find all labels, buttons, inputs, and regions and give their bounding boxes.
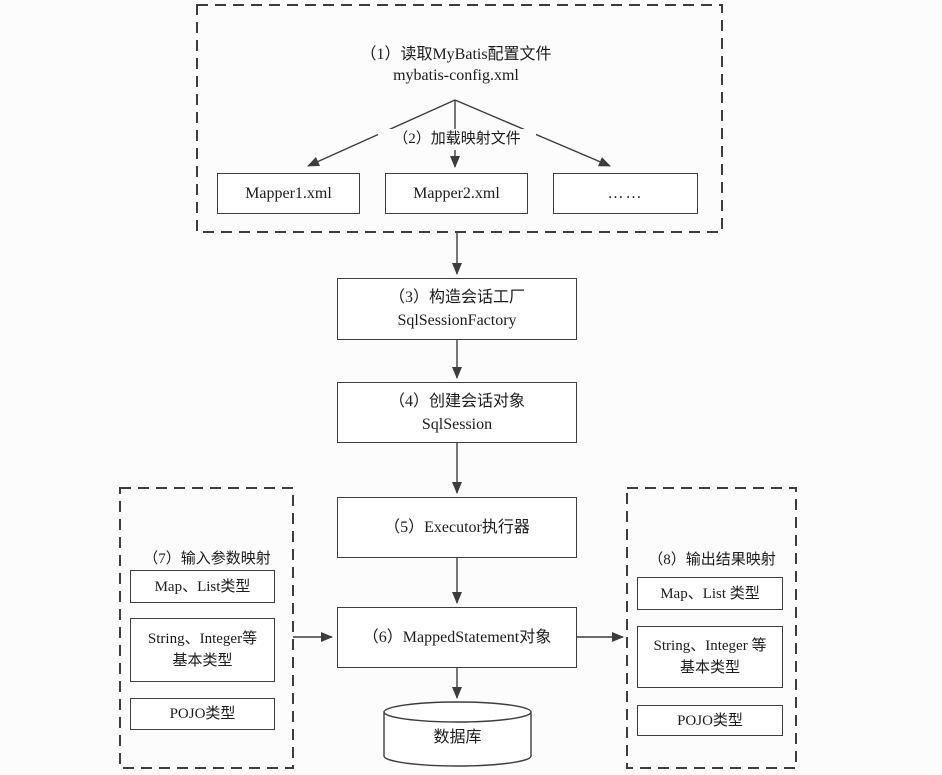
step4-line1: （4）创建会话对象 <box>388 392 525 410</box>
input-type-pojo-label: POJO类型 <box>169 706 236 722</box>
step3-line2: SqlSessionFactory <box>397 312 517 329</box>
input-type-box-basic: String、Integer等 基本类型 <box>130 618 275 682</box>
config-group-dashed-border <box>196 4 723 233</box>
database-cylinder-body <box>383 712 532 767</box>
output-type-map-list-label: Map、List 类型 <box>660 585 760 602</box>
step2-label: （2）加载映射文件 <box>378 129 536 150</box>
step1-line2: mybatis-config.xml <box>393 67 519 84</box>
mapper1-box: Mapper1.xml <box>217 173 360 214</box>
step5-box: （5）Executor执行器 <box>337 497 577 558</box>
output-type-pojo-label: POJO类型 <box>677 712 743 729</box>
step6-box: （6）MappedStatement对象 <box>337 607 577 668</box>
output-mapping-dashed-border <box>626 487 797 769</box>
output-mapping-title: （8）输出结果映射 <box>648 552 776 568</box>
input-type-box-pojo: POJO类型 <box>130 698 275 730</box>
input-type-basic-line2: 基本类型 <box>172 653 233 669</box>
output-type-basic-line2: 基本类型 <box>679 660 740 676</box>
input-type-box-map-list: Map、List类型 <box>130 570 275 603</box>
step5-label: （5）Executor执行器 <box>384 519 530 536</box>
step6-label: （6）MappedStatement对象 <box>362 629 552 646</box>
input-type-map-list-label: Map、List类型 <box>154 578 251 595</box>
step4-line2: SqlSession <box>421 415 493 433</box>
output-type-box-basic: String、Integer 等 基本类型 <box>637 626 783 688</box>
output-type-box-map-list: Map、List 类型 <box>637 577 783 610</box>
mapper1-label: Mapper1.xml <box>245 185 332 202</box>
input-mapping-dashed-border <box>119 487 294 769</box>
step1-label: （1）读取MyBatis配置文件 mybatis-config.xml <box>295 44 617 86</box>
step3-box: （3）构造会话工厂 SqlSessionFactory <box>337 278 577 340</box>
output-type-basic-line1: String、Integer 等 <box>653 638 767 654</box>
database-cylinder-top <box>383 701 532 723</box>
database-label: 数据库 <box>433 729 482 746</box>
input-type-basic-line1: String、Integer等 <box>147 631 258 647</box>
step1-line1: （1）读取MyBatis配置文件 <box>360 46 552 63</box>
step3-line1: （3）构造会话工厂 <box>388 289 525 306</box>
step4-box: （4）创建会话对象 SqlSession <box>337 382 577 443</box>
mapper2-box: Mapper2.xml <box>385 173 528 214</box>
input-mapping-title: （7）输入参数映射 <box>143 551 271 567</box>
output-type-box-pojo: POJO类型 <box>637 705 783 736</box>
mapper2-label: Mapper2.xml <box>413 185 500 202</box>
mapper-ellipsis-label: …… <box>607 185 644 202</box>
mapper-ellipsis-box: …… <box>553 173 698 214</box>
